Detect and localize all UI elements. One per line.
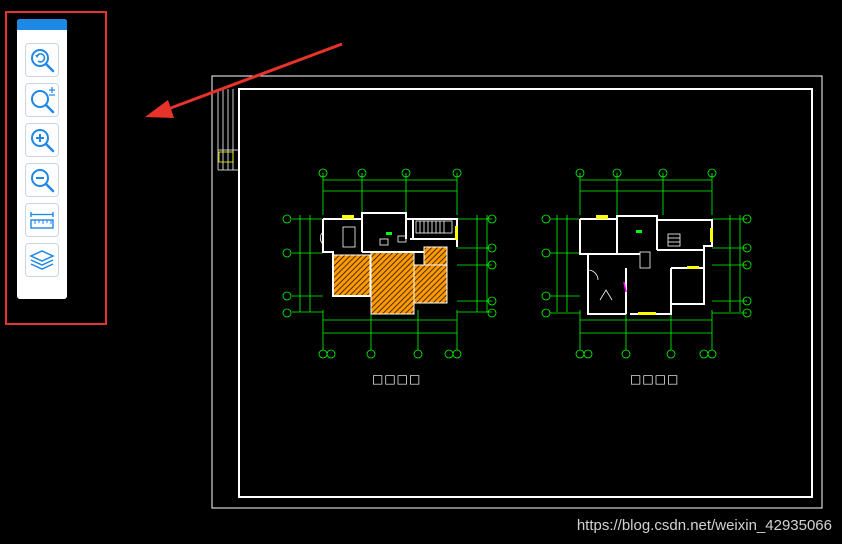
- measure-ruler-icon: [30, 212, 54, 229]
- sheet-inner-border: [238, 88, 813, 498]
- measure-button[interactable]: [25, 203, 59, 237]
- plan-right-title: □□□□: [630, 372, 680, 386]
- zoom-out-icon: [31, 169, 55, 193]
- toolbar-highlight-box: [5, 11, 107, 325]
- zoom-window-button[interactable]: [25, 83, 59, 117]
- annotation-arrow: [145, 42, 343, 118]
- sheet-title-strip: [217, 89, 239, 171]
- toolbar-header[interactable]: [17, 19, 67, 30]
- floor-plan-right: [541, 168, 752, 359]
- floor-plan-left: [282, 168, 497, 359]
- watermark-url: https://blog.csdn.net/weixin_42935066: [576, 517, 832, 534]
- zoom-extents-icon: [31, 49, 55, 73]
- plan-left-title: □□□□: [372, 372, 422, 386]
- zoom-window-icon: [31, 87, 55, 114]
- zoom-in-icon: [31, 129, 55, 153]
- zoom-extents-button[interactable]: [25, 43, 59, 77]
- sheet-outer-border: [211, 75, 823, 509]
- zoom-in-button[interactable]: [25, 123, 59, 157]
- layers-icon: [29, 250, 55, 270]
- zoom-toolbar: [17, 19, 67, 299]
- zoom-out-button[interactable]: [25, 163, 59, 197]
- layers-button[interactable]: [25, 243, 59, 277]
